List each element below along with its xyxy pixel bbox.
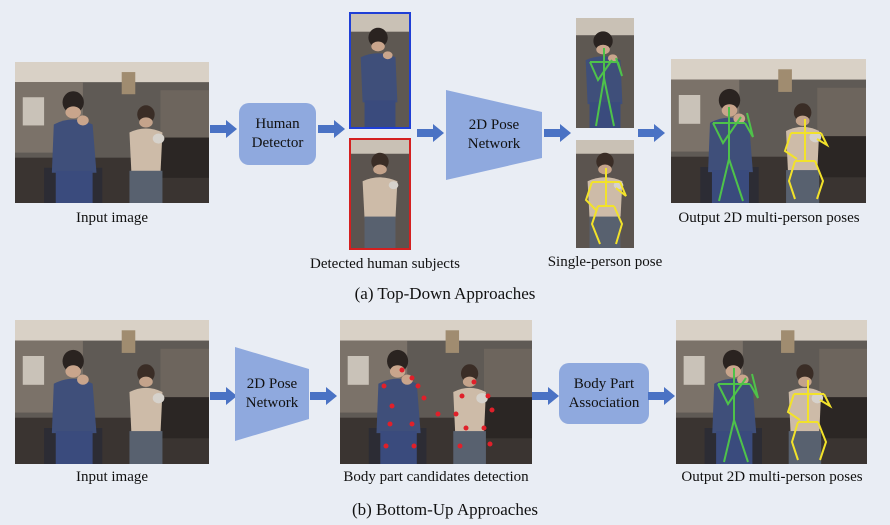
bottom-output-caption: Output 2D multi-person poses bbox=[681, 469, 863, 485]
bottom-pose-network-label: 2D Pose Network bbox=[245, 376, 299, 411]
detected-subject-blue bbox=[349, 12, 411, 129]
detected-subject-red bbox=[349, 138, 411, 250]
detected-caption: Detected human subjects bbox=[310, 256, 460, 272]
arrow-input-to-detector bbox=[210, 120, 237, 138]
bottom-input-caption: Input image bbox=[75, 469, 149, 485]
bottom-pose-network-shape bbox=[235, 347, 309, 441]
top-down-title: (a) Top-Down Approaches bbox=[354, 284, 536, 303]
body-part-association-box: Body Part Association bbox=[559, 363, 649, 424]
bottom-input-image bbox=[15, 320, 209, 464]
arrow-network-to-single bbox=[544, 124, 571, 142]
arrow-detector-to-subjects bbox=[318, 120, 345, 138]
candidates-caption: Body part candidates detection bbox=[343, 469, 529, 485]
single-pose-green bbox=[576, 18, 634, 128]
bottom-up-title: (b) Bottom-Up Approaches bbox=[351, 500, 539, 519]
bottom-output-image bbox=[676, 320, 867, 464]
single-caption: Single-person pose bbox=[547, 254, 663, 270]
green-skeleton bbox=[589, 48, 623, 127]
top-input-image bbox=[15, 62, 209, 203]
human-detector-label: Human Detector bbox=[251, 116, 304, 151]
bottom-output-yellow-skeleton bbox=[786, 380, 833, 461]
body-part-association-label: Body Part Association bbox=[568, 375, 640, 411]
top-pose-network-label: 2D Pose Network bbox=[467, 117, 521, 152]
single-pose-yellow bbox=[576, 140, 634, 248]
candidates-image bbox=[340, 320, 532, 464]
arrow-candidates-to-association bbox=[532, 387, 559, 405]
top-output-yellow-skeleton bbox=[783, 119, 830, 200]
top-output-caption: Output 2D multi-person poses bbox=[678, 210, 860, 226]
arrow-bottom-input-to-network bbox=[210, 387, 237, 405]
top-pose-network-shape bbox=[446, 90, 542, 180]
joint-candidates bbox=[381, 367, 495, 449]
human-detector-box: Human Detector bbox=[239, 103, 316, 165]
top-input-caption: Input image bbox=[75, 210, 149, 226]
arrow-single-to-output bbox=[638, 124, 665, 142]
arrow-association-to-output bbox=[648, 387, 675, 405]
arrow-network-to-candidates bbox=[310, 387, 337, 405]
arrow-subjects-to-network bbox=[417, 124, 444, 142]
top-output-image bbox=[671, 59, 866, 203]
bottom-output-green-skeleton bbox=[717, 368, 759, 463]
top-output-green-skeleton bbox=[712, 107, 754, 202]
yellow-skeleton bbox=[584, 168, 627, 245]
